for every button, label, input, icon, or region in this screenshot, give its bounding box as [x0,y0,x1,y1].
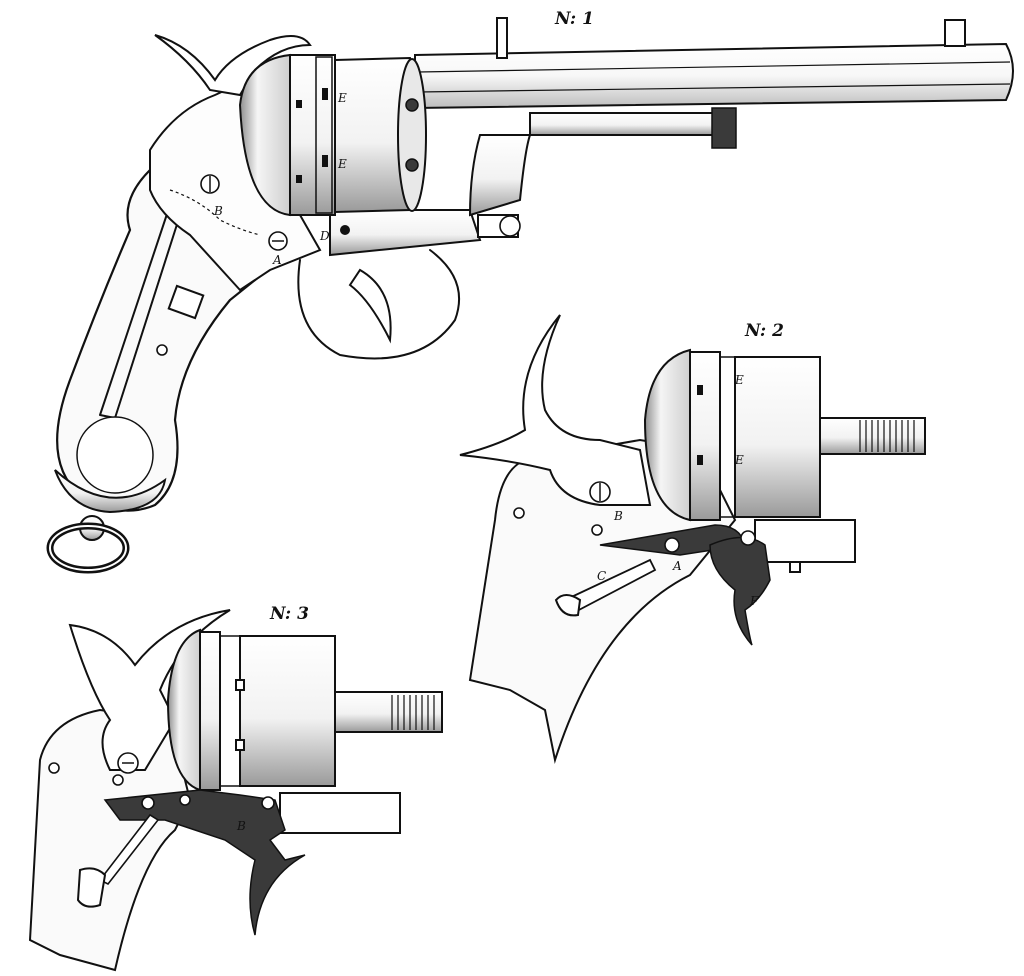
fig3-label-B: B [236,819,246,833]
figure-2-title: N: 2 [744,321,784,341]
fig1-barrel [414,17,1014,110]
fig1-label-D: D [319,229,330,243]
fig2-cylinder [643,348,926,522]
fig2-frame [468,438,737,764]
figure-3: N: 3 B [28,604,443,972]
fig1-front-sight [944,19,966,47]
fig1-lanyard-ring [46,515,130,574]
fig1-rear-sight [496,17,508,59]
fig1-hammer-screw [477,214,521,238]
fig1-grip-latch [167,284,205,320]
fig1-label-E-upper: E [337,91,347,105]
fig3-cylinder [166,628,443,792]
fig3-trigger-assembly [103,789,306,936]
fig1-frame [297,134,532,360]
fig2-trigger [709,536,771,646]
fig2-label-E-upper: E [734,373,744,387]
fig1-label-A: A [272,253,282,267]
fig3-slide [279,792,401,834]
fig3-frame [28,708,192,972]
fig2-label-F: F [749,594,759,608]
fig3-spring-lever [98,813,160,886]
fig1-label-B: B [213,204,223,218]
fig1-ejector-rod [529,107,737,149]
figure-3-title: N: 3 [269,604,309,624]
fig2-label-A: A [672,559,682,573]
fig1-label-E-lower: E [337,157,347,171]
figure-2: N: 2 E E B A [459,314,926,764]
figure-1-title: N: 1 [554,9,594,29]
fig1-cylinder [238,53,427,217]
fig2-slide [754,519,856,563]
fig1-hammer [154,34,312,97]
fig3-spring-catch [76,867,107,908]
fig2-label-B: B [613,509,623,523]
fig2-label-C: C [597,569,606,583]
fig2-hammer [459,314,652,506]
figure-1: N: 1 [46,9,1014,574]
fig2-label-E-lower: E [734,453,744,467]
fig1-trigger [348,268,392,344]
